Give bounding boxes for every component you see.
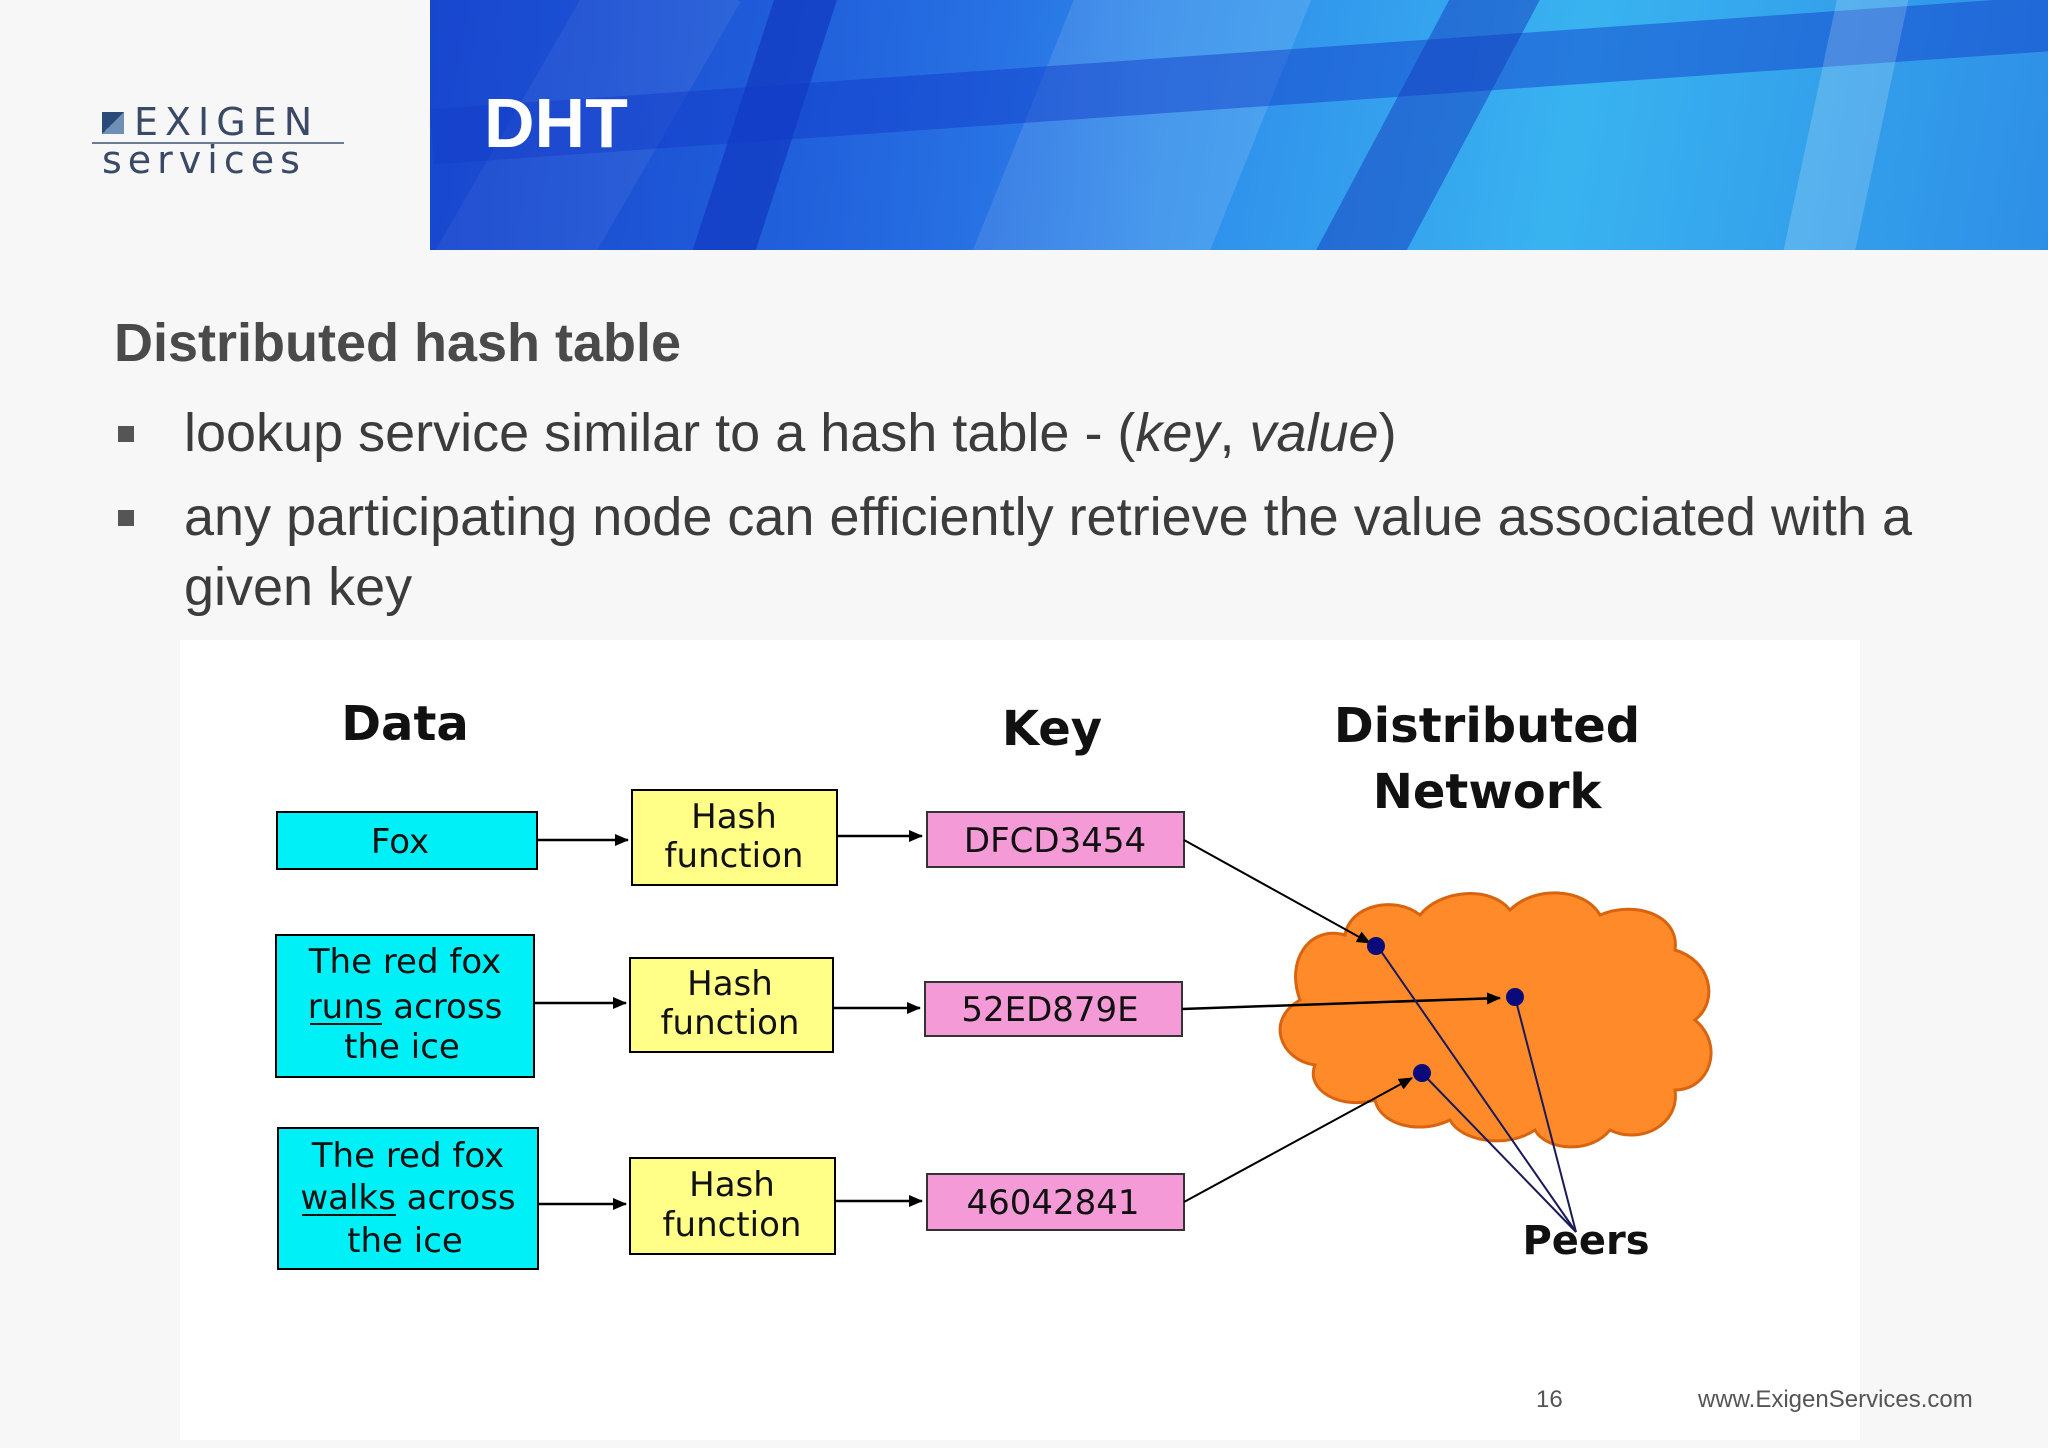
network-cloud xyxy=(1278,891,1713,1149)
logo-area: EXIGEN services xyxy=(0,0,430,250)
key-box-1 xyxy=(926,811,1185,868)
key-box-3-text: 46042841 xyxy=(966,1183,1139,1223)
peer-node-2 xyxy=(1506,988,1524,1006)
logo-rule xyxy=(92,142,344,144)
arrow-key3-to-peer xyxy=(1183,1077,1413,1203)
section-heading: Distributed hash table xyxy=(114,313,682,373)
data-box-2 xyxy=(275,934,535,1078)
hash-box-3-line2: function xyxy=(663,1205,802,1245)
data-box-1-text: Fox xyxy=(371,822,429,862)
peer-pointer-1 xyxy=(1377,946,1577,1233)
bullet1-text-post: ) xyxy=(1378,403,1397,463)
bullet2-text: any participating node can efficiently r… xyxy=(184,487,1913,617)
data-box-1 xyxy=(276,811,538,870)
bullet-square-icon xyxy=(118,426,134,442)
hash-box-2 xyxy=(629,957,834,1053)
hash-box-3 xyxy=(629,1157,836,1255)
key-box-1-text: DFCD3454 xyxy=(964,821,1146,861)
hash-box-1-line1: Hash xyxy=(691,797,777,837)
bullet1-key-word: key xyxy=(1135,403,1220,463)
exigen-services-logo: EXIGEN services xyxy=(92,100,352,182)
bullet-square-icon xyxy=(118,510,134,526)
data-box-2-line2: runs across xyxy=(308,987,503,1027)
bullet1-value-word: value xyxy=(1249,403,1379,463)
row-2: The red fox runs across the ice Hash fun… xyxy=(275,934,1183,1078)
row-3: The red fox walks across the ice Hash fu… xyxy=(277,1127,1185,1270)
arrow-key1-to-peer xyxy=(1183,839,1371,944)
title-banner xyxy=(430,0,2048,250)
slide-title: DHT xyxy=(484,84,628,162)
data-box-2-line3: the ice xyxy=(344,1027,460,1067)
key-box-3 xyxy=(926,1173,1185,1231)
footer-url: www.ExigenServices.com xyxy=(1698,1386,1973,1413)
peer-pointer-2 xyxy=(1514,996,1577,1233)
key-box-2 xyxy=(924,981,1183,1037)
hash-box-2-line1: Hash xyxy=(687,964,773,1004)
logo-mark-icon xyxy=(102,112,124,134)
key-box-2-text: 52ED879E xyxy=(961,990,1138,1030)
data-box-3-line1: The red fox xyxy=(311,1136,504,1176)
data-column-header: Data xyxy=(341,696,469,752)
network-header-line1: Distributed xyxy=(1334,698,1640,754)
data-box-2-line1: The red fox xyxy=(308,942,501,982)
hash-box-1 xyxy=(631,789,838,886)
peers-label: Peers xyxy=(1522,1218,1649,1264)
logo-line1: EXIGEN xyxy=(134,100,320,144)
bullet1-separator: , xyxy=(1219,403,1250,463)
page-number: 16 xyxy=(1536,1386,1563,1413)
peer-node-3 xyxy=(1413,1064,1431,1082)
network-header-line2: Network xyxy=(1373,764,1603,820)
data-box-3 xyxy=(277,1127,539,1270)
hash-box-3-line1: Hash xyxy=(689,1165,775,1205)
peer-node-1 xyxy=(1367,937,1385,955)
arrow-key2-to-peer xyxy=(1181,992,1501,1011)
key-column-header: Key xyxy=(1002,701,1102,757)
peer-pointer-3 xyxy=(1421,1072,1577,1233)
row-1: Fox Hash function DFCD3454 xyxy=(276,789,1185,886)
data-box-3-line2: walks across xyxy=(300,1178,515,1218)
bullet1-text-pre: lookup service similar to a hash table -… xyxy=(184,403,1136,463)
hash-box-2-line2: function xyxy=(661,1003,800,1043)
data-box-3-line3: the ice xyxy=(347,1221,463,1261)
logo-line2: services xyxy=(102,138,306,182)
hash-box-1-line2: function xyxy=(665,836,804,876)
